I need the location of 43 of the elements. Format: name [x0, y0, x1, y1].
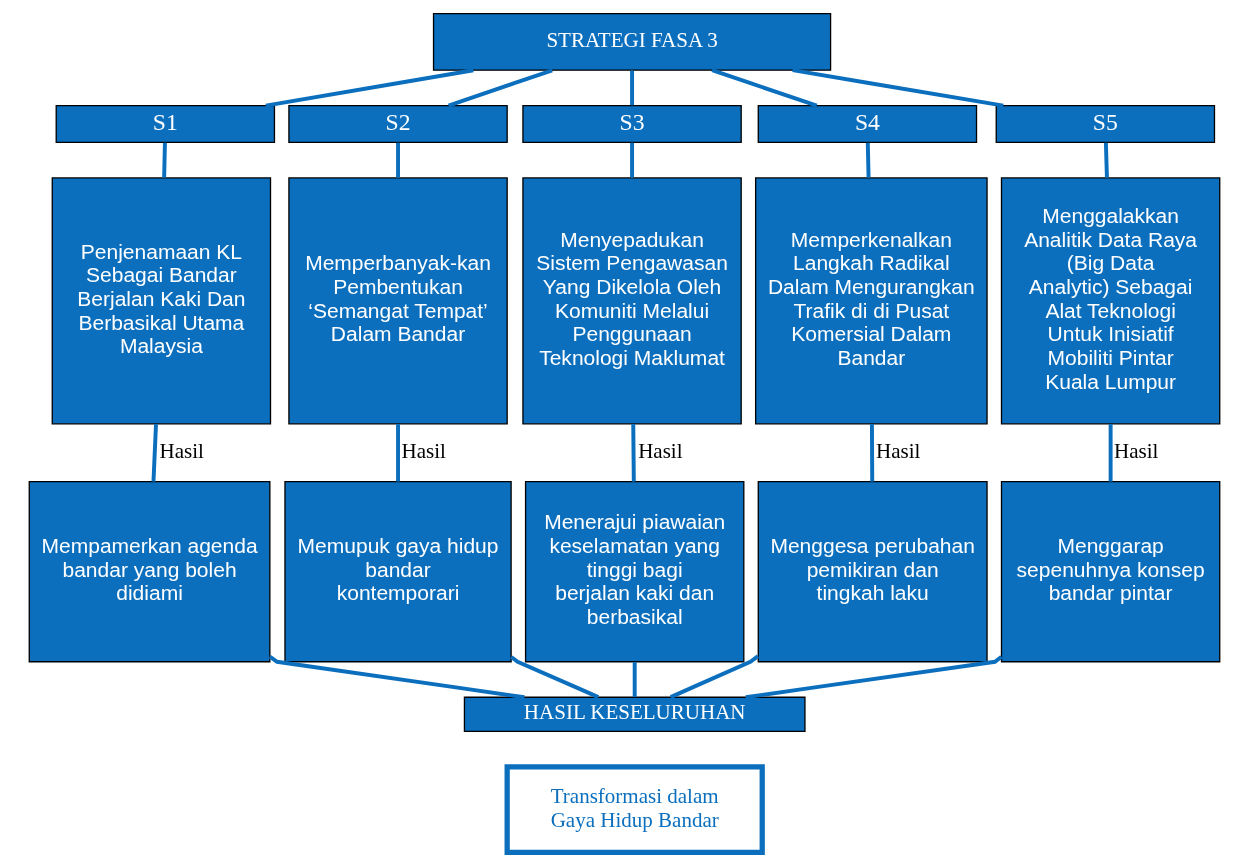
connector: [268, 655, 525, 700]
node-box: S5: [995, 104, 1215, 144]
node-box: Menggarap sepenuhnya konsep bandar pintar: [1000, 481, 1220, 663]
connector: [395, 424, 400, 482]
node-box: Menerajui piawaian keselamatan yang tinggi bagi berjalan kaki dan berbasikal: [524, 481, 744, 663]
node-box: HASIL KESELURUHAN: [463, 696, 806, 733]
node-box: STRATEGI FASA 3: [432, 12, 831, 71]
edge-label: Hasil: [159, 438, 204, 463]
connector: [791, 68, 1004, 108]
node-box: Memperbanyak-kan Pembentukan ‘Semangat Tempat’ Dalam Bandar: [287, 177, 508, 425]
connector: [869, 424, 874, 482]
connector: [865, 142, 871, 178]
connector: [1103, 142, 1109, 178]
connector: [632, 662, 637, 698]
node-box: Menyepadukan Sistem Pengawasan Yang Dikelola Oleh Komuniti Melalui Penggunaan Teknologi Maklumat: [521, 177, 742, 425]
connector: [629, 70, 634, 106]
connector: [710, 68, 817, 108]
node-box: S4: [757, 104, 977, 144]
connector: [630, 424, 636, 482]
connector: [447, 68, 553, 108]
node-box: Transformasi dalam Gaya Hidup Bandar: [504, 764, 765, 856]
node-box: S2: [287, 104, 508, 144]
node-box: S3: [521, 104, 742, 144]
connector: [151, 424, 158, 482]
connector: [161, 142, 167, 178]
node-box: Penjenamaan KL Sebagai Bandar Berjalan Kaki Dan Berbasikal Utama Malaysia: [51, 177, 271, 425]
connector: [669, 654, 759, 699]
node-box: S1: [55, 104, 275, 144]
edge-label: Hasil: [400, 438, 446, 463]
connector: [395, 142, 400, 178]
edge-label: Hasil: [637, 438, 683, 463]
edge-label: Hasil: [1113, 438, 1158, 463]
node-box: Memupuk gaya hidup bandar kontemporari: [283, 481, 512, 663]
connector: [1108, 424, 1113, 482]
connector: [629, 142, 634, 178]
node-box: Menggalakkan Analitik Data Raya (Big Data Analytic) Sebagai Alat Teknologi Untuk Inisiatif Mobiliti Pintar Kuala Lumpur: [1000, 177, 1220, 425]
node-box: Memperkenalkan Langkah Radikal Dalam Mengurangkan Trafik di di Pusat Komersial Dalam Bandar: [754, 177, 988, 425]
connector: [744, 655, 1003, 700]
node-box: Menggesa perubahan pemikiran dan tingkah laku: [757, 481, 988, 663]
node-box: Mempamerkan agenda bandar yang boleh didiami: [28, 481, 270, 663]
edge-label: Hasil: [875, 438, 920, 463]
connector: [509, 655, 599, 699]
connector: [265, 68, 474, 108]
